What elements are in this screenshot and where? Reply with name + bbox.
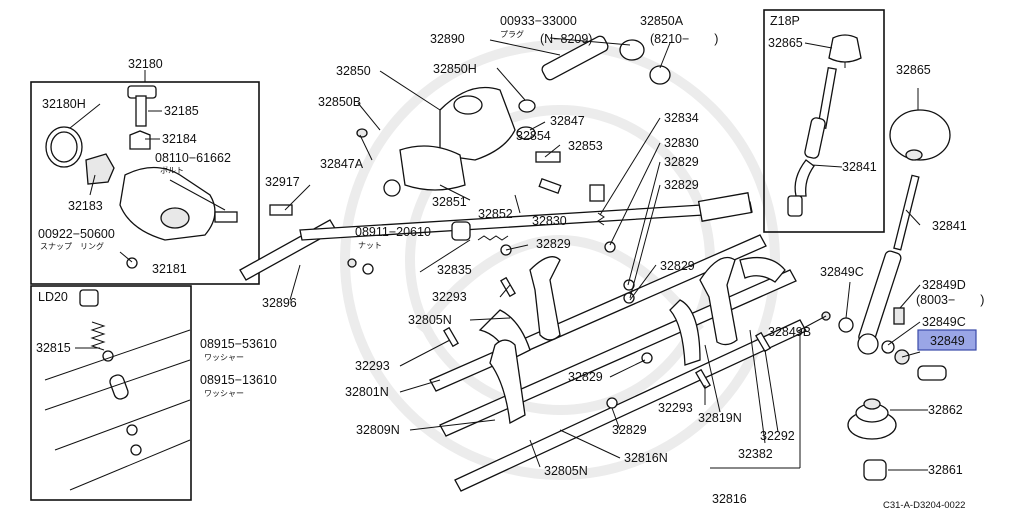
label-08110: 08110−61662 bbox=[155, 151, 231, 165]
label-32865-b: 32865 bbox=[896, 63, 931, 77]
label-32865-a: 32865 bbox=[768, 36, 803, 50]
label-32293-b: 32293 bbox=[355, 359, 390, 373]
label-32382: 32382 bbox=[738, 447, 773, 461]
label-32854: 32854 bbox=[516, 129, 551, 143]
label-32805N-b: 32805N bbox=[544, 464, 588, 478]
label-32185: 32185 bbox=[164, 104, 199, 118]
label-32850A-b: (8210− ) bbox=[650, 32, 718, 46]
label-32852: 32852 bbox=[478, 207, 513, 221]
label-00933: 00933−33000 bbox=[500, 14, 577, 28]
label-32847A: 32847A bbox=[320, 157, 364, 171]
label-08915-a-jp: ワッシャー bbox=[204, 353, 244, 362]
label-32830-a: 32830 bbox=[532, 214, 567, 228]
label-32862: 32862 bbox=[928, 403, 963, 417]
label-32850B: 32850B bbox=[318, 95, 361, 109]
label-32801N: 32801N bbox=[345, 385, 389, 399]
label-32829-c: 32829 bbox=[536, 237, 571, 251]
label-32849C-b: 32849C bbox=[922, 315, 966, 329]
label-32819N: 32819N bbox=[698, 411, 742, 425]
label-32849B: 32849B bbox=[768, 325, 811, 339]
label-32841-b: 32841 bbox=[932, 219, 967, 233]
panel-ld20 bbox=[30, 285, 192, 501]
label-32834: 32834 bbox=[664, 111, 699, 125]
panel-title-z18p: Z18P bbox=[770, 14, 800, 28]
label-32180H: 32180H bbox=[42, 97, 86, 111]
label-08110-jp: ボルト bbox=[160, 166, 184, 175]
label-00922-jp: スナップ リング bbox=[40, 241, 104, 251]
shift-forks-drawing bbox=[478, 256, 786, 425]
label-32850H: 32850H bbox=[433, 62, 477, 76]
label-32809N: 32809N bbox=[356, 423, 400, 437]
label-08911: 08911−20610 bbox=[355, 225, 431, 239]
label-32830-b: 32830 bbox=[664, 136, 699, 150]
panel-title-ld20: LD20 bbox=[38, 290, 68, 304]
label-08915-b-jp: ワッシャー bbox=[204, 389, 244, 398]
z18p-lever-drawing bbox=[787, 34, 862, 217]
label-32829-e: 32829 bbox=[568, 370, 603, 384]
label-08915-a: 08915−53610 bbox=[200, 337, 277, 351]
selector-assembly-drawing bbox=[45, 70, 238, 269]
label-32184: 32184 bbox=[162, 132, 197, 146]
label-32293-a: 32293 bbox=[432, 290, 467, 304]
label-32805N-a: 32805N bbox=[408, 313, 452, 327]
label-32851: 32851 bbox=[432, 195, 467, 209]
label-32181: 32181 bbox=[152, 262, 187, 276]
label-32849: 32849 bbox=[930, 334, 965, 348]
label-32917: 32917 bbox=[265, 175, 300, 189]
label-08915-b: 08915−13610 bbox=[200, 373, 277, 387]
panel-title-32180: 32180 bbox=[128, 57, 163, 71]
label-32850: 32850 bbox=[336, 64, 371, 78]
label-32849D-b: (8003− ) bbox=[916, 293, 984, 307]
label-32835: 32835 bbox=[437, 263, 472, 277]
leader-lines bbox=[69, 37, 928, 471]
boot-and-bush-drawing bbox=[847, 398, 897, 481]
label-32850A: 32850A bbox=[640, 14, 684, 28]
label-32849D: 32849D bbox=[922, 278, 966, 292]
ld20-plunger-drawing bbox=[44, 289, 191, 491]
label-00933-b: (N−8209) bbox=[540, 32, 592, 46]
figure-code: C31-A-D3204-0022 bbox=[883, 500, 965, 511]
label-32853: 32853 bbox=[568, 139, 603, 153]
label-32815: 32815 bbox=[36, 341, 71, 355]
part-labels: 32180 32180H 32185 32184 08110−61662 ボルト… bbox=[36, 14, 984, 511]
label-32896: 32896 bbox=[262, 296, 297, 310]
label-32292: 32292 bbox=[760, 429, 795, 443]
label-32829-f: 32829 bbox=[612, 423, 647, 437]
label-32861: 32861 bbox=[928, 463, 963, 477]
label-00933-jp: プラグ bbox=[500, 29, 524, 39]
label-32183: 32183 bbox=[68, 199, 103, 213]
label-32816: 32816 bbox=[712, 492, 747, 506]
label-32829-b: 32829 bbox=[664, 178, 699, 192]
label-32293-c: 32293 bbox=[658, 401, 693, 415]
label-08911-jp: ナット bbox=[358, 241, 382, 250]
control-housing-drawing bbox=[269, 35, 771, 409]
label-32849C-a: 32849C bbox=[820, 265, 864, 279]
label-00922: 00922−50600 bbox=[38, 227, 115, 241]
highlight-32849 bbox=[917, 329, 977, 351]
label-32841-a: 32841 bbox=[842, 160, 877, 174]
label-32890: 32890 bbox=[430, 32, 465, 46]
label-32829-d: 32829 bbox=[660, 259, 695, 273]
label-32816N: 32816N bbox=[624, 451, 668, 465]
label-32847: 32847 bbox=[550, 114, 585, 128]
label-32829-a: 32829 bbox=[664, 155, 699, 169]
panel-z18p bbox=[763, 9, 885, 233]
